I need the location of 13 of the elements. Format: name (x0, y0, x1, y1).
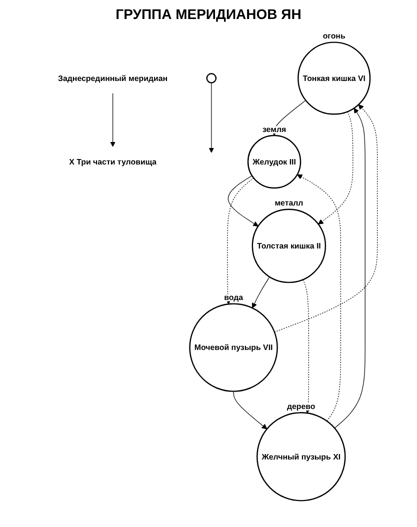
arrow (274, 104, 378, 332)
node-circle (206, 73, 217, 84)
arrow (318, 111, 354, 224)
arrow (228, 175, 258, 226)
arrow (302, 279, 311, 414)
arrow (208, 82, 214, 153)
arrow (252, 276, 270, 308)
arrow (297, 174, 342, 422)
arrow (110, 93, 116, 147)
diagram-title: ГРУППА МЕРИДИАНОВ ЯН (114, 6, 302, 22)
arrow (233, 391, 268, 430)
arrow (334, 108, 366, 428)
arrow (225, 178, 254, 304)
